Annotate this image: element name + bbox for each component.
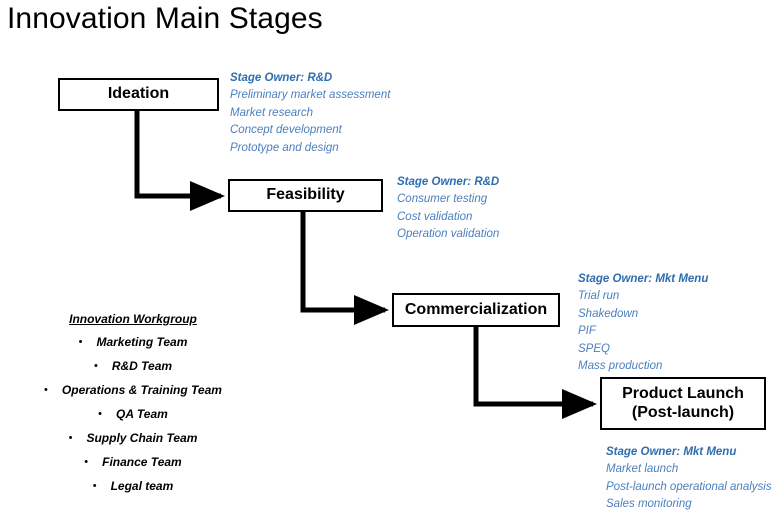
stage-label-feasibility: Feasibility xyxy=(266,186,345,204)
stage-activity: Trial run xyxy=(578,290,620,303)
workgroup-title: Innovation Workgroup xyxy=(69,312,197,326)
workgroup-item-label: Legal team xyxy=(110,479,174,493)
stage-activity: Concept development xyxy=(230,124,342,137)
bullet-icon: • xyxy=(78,336,83,348)
stage-box-product-launch[interactable]: Product Launch (Post-launch) xyxy=(600,377,766,430)
connector-commercialization-to-product-launch xyxy=(473,327,598,419)
connector-feasibility-to-commercialization xyxy=(300,212,390,325)
stage-activity: Preliminary market assessment xyxy=(230,89,391,102)
stage-activity: Consumer testing xyxy=(397,193,488,206)
stage-activity: SPEQ xyxy=(578,342,610,355)
bullet-icon: • xyxy=(68,432,73,444)
stage-box-ideation[interactable]: Ideation xyxy=(58,78,219,111)
stage-label-line-2: (Post-launch) xyxy=(631,403,735,421)
innovation-workgroup-block: Innovation Workgroup • Marketing Team • R&… xyxy=(18,312,248,503)
stage-annotation-feasibility: Stage Owner: R&D Consumer testing Cost v… xyxy=(397,174,499,244)
stage-owner-product-launch: Stage Owner: Mkt Menu xyxy=(606,446,737,458)
workgroup-item-label: QA Team xyxy=(116,407,168,421)
workgroup-item: • Finance Team xyxy=(18,455,248,469)
stage-activity: Cost validation xyxy=(397,210,473,223)
stage-box-feasibility[interactable]: Feasibility xyxy=(228,179,383,212)
bullet-icon: • xyxy=(44,384,48,396)
bullet-icon: • xyxy=(84,456,89,468)
stage-label-product-launch: Product Launch (Post-launch) xyxy=(622,385,744,423)
stage-activity: Sales monitoring xyxy=(606,498,692,511)
stage-annotation-ideation: Stage Owner: R&D Preliminary market asse… xyxy=(230,70,390,157)
stage-activity: Market research xyxy=(230,106,314,119)
workgroup-item-label: R&D Team xyxy=(111,359,173,373)
workgroup-item: • Supply Chain Team xyxy=(18,431,248,445)
stage-annotation-commercialization: Stage Owner: Mkt Menu Trial run Shakedow… xyxy=(578,271,708,376)
stage-activity: Prototype and design xyxy=(230,141,339,154)
stage-activity: Operation validation xyxy=(397,228,500,241)
bullet-icon: • xyxy=(93,360,98,372)
stage-owner-commercialization: Stage Owner: Mkt Menu xyxy=(578,273,709,285)
stage-activity: Mass production xyxy=(578,360,663,373)
stage-label-ideation: Ideation xyxy=(107,85,170,103)
stage-label-line-1: Product Launch xyxy=(622,384,744,402)
stage-label-commercialization: Commercialization xyxy=(404,300,548,318)
workgroup-item: • Marketing Team xyxy=(18,335,248,349)
workgroup-item: • QA Team xyxy=(18,407,248,421)
stage-activity: Post-launch operational analysis xyxy=(606,480,772,493)
workgroup-item: • Legal team xyxy=(18,479,248,493)
stage-activity: PIF xyxy=(578,325,596,338)
stage-owner-ideation: Stage Owner: R&D xyxy=(230,72,333,84)
connector-ideation-to-feasibility xyxy=(134,111,226,211)
page-title: Innovation Main Stages xyxy=(7,2,323,35)
stage-box-commercialization[interactable]: Commercialization xyxy=(392,293,560,327)
stage-activity: Shakedown xyxy=(578,307,639,320)
workgroup-item: • R&D Team xyxy=(18,359,248,373)
workgroup-item: • Operations & Training Team xyxy=(18,383,248,397)
workgroup-item-label: Finance Team xyxy=(102,455,182,469)
stage-activity: Market launch xyxy=(606,463,679,476)
workgroup-item-label: Supply Chain Team xyxy=(86,431,198,445)
stage-owner-feasibility: Stage Owner: R&D xyxy=(397,176,500,188)
workgroup-item-label: Marketing Team xyxy=(96,335,188,349)
stage-annotation-product-launch: Stage Owner: Mkt Menu Market launch Post… xyxy=(606,444,772,514)
bullet-icon: • xyxy=(98,408,103,420)
bullet-icon: • xyxy=(92,480,97,492)
workgroup-item-label: Operations & Training Team xyxy=(61,383,222,397)
